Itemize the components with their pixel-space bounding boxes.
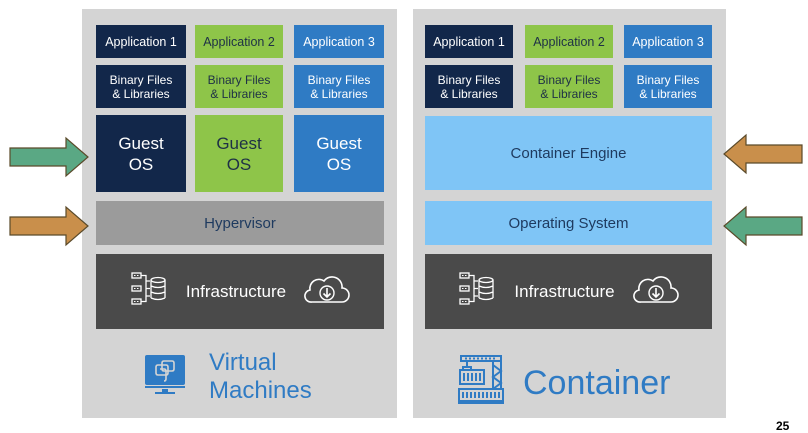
vm-application-2: Application 2 xyxy=(195,25,283,58)
vm-title: Virtual Machines xyxy=(209,349,312,405)
ct-binaries-3-line2: & Libraries xyxy=(639,86,697,101)
vm-guest-os-1-line2: OS xyxy=(128,154,154,174)
vm-binaries-1: Binary Files& Libraries xyxy=(96,65,186,108)
ct-application-2-label: Application 2 xyxy=(533,34,605,49)
ct-binaries-2-line2: & Libraries xyxy=(540,86,598,101)
vm-binaries-3-line1: Binary Files xyxy=(307,72,371,87)
vm-binaries-2-line2: & Libraries xyxy=(210,86,268,101)
ct-infrastructure-layer: Infrastructure xyxy=(425,254,712,329)
vm-binaries-2-line1: Binary Files xyxy=(207,72,271,87)
vm-footer: Virtual Machines xyxy=(144,349,312,405)
vm-binaries-1-line1: Binary Files xyxy=(109,72,173,87)
ct-binaries-2: Binary Files& Libraries xyxy=(525,65,613,108)
ct-footer: Container xyxy=(457,353,670,414)
vm-binaries-1-line2: & Libraries xyxy=(112,86,170,101)
ct-binaries-1-line1: Binary Files xyxy=(437,72,501,87)
vm-guest-os-2-line1: Guest xyxy=(216,133,262,153)
ct-infrastructure-label: Infrastructure xyxy=(514,281,615,301)
guest-os-arrow xyxy=(9,136,89,178)
ct-application-1: Application 1 xyxy=(425,25,513,58)
ct-binaries-2-line1: Binary Files xyxy=(537,72,601,87)
server-database-icon xyxy=(458,269,498,314)
vm-title-line1: Virtual xyxy=(209,349,277,376)
vm-application-1-label: Application 1 xyxy=(105,34,177,49)
container-engine-arrow xyxy=(723,133,803,175)
vm-binaries-3: Binary Files& Libraries xyxy=(294,65,384,108)
container-engine-label: Container Engine xyxy=(510,144,627,162)
ct-application-3: Application 3 xyxy=(624,25,712,58)
operating-system-label: Operating System xyxy=(508,214,629,232)
vm-infrastructure-label: Infrastructure xyxy=(185,281,287,301)
vm-guest-os-1-line1: Guest xyxy=(118,133,164,153)
vm-binaries-2: Binary Files& Libraries xyxy=(195,65,283,108)
ct-binaries-1-line2: & Libraries xyxy=(440,86,498,101)
container-engine-layer: Container Engine xyxy=(425,116,712,190)
vm-guest-os-3-line2: OS xyxy=(326,154,352,174)
page-number: 25 xyxy=(776,419,790,433)
operating-system-layer: Operating System xyxy=(425,201,712,245)
hypervisor-layer: Hypervisor xyxy=(96,201,384,245)
cloud-download-icon xyxy=(631,272,679,311)
container-crane-icon xyxy=(457,353,509,414)
vm-application-3: Application 3 xyxy=(294,25,384,58)
vm-guest-os-3-line1: Guest xyxy=(316,133,362,153)
hypervisor-label: Hypervisor xyxy=(204,214,276,232)
ct-application-2: Application 2 xyxy=(525,25,613,58)
ct-binaries-3-line1: Binary Files xyxy=(636,72,700,87)
cloud-download-icon xyxy=(302,272,350,311)
vm-application-3-label: Application 3 xyxy=(303,34,375,49)
ct-application-1-label: Application 1 xyxy=(433,34,505,49)
operating-system-arrow xyxy=(723,205,803,247)
vm-application-1: Application 1 xyxy=(96,25,186,58)
vm-title-line2: Machines xyxy=(209,377,312,404)
vm-application-2-label: Application 2 xyxy=(203,34,275,49)
vm-guest-os-2-line2: OS xyxy=(226,154,252,174)
virtual-machines-panel: Application 1 Application 2 Application … xyxy=(82,9,397,418)
container-panel: Application 1 Application 2 Application … xyxy=(413,9,726,418)
container-title: Container xyxy=(523,364,671,402)
ct-application-3-label: Application 3 xyxy=(632,34,704,49)
vm-infrastructure-layer: Infrastructure xyxy=(96,254,384,329)
virtual-machine-monitor-icon xyxy=(144,353,186,402)
ct-binaries-1: Binary Files& Libraries xyxy=(425,65,513,108)
hypervisor-arrow xyxy=(9,205,89,247)
ct-binaries-3: Binary Files& Libraries xyxy=(624,65,712,108)
vm-binaries-3-line2: & Libraries xyxy=(310,86,368,101)
server-database-icon xyxy=(130,269,170,314)
